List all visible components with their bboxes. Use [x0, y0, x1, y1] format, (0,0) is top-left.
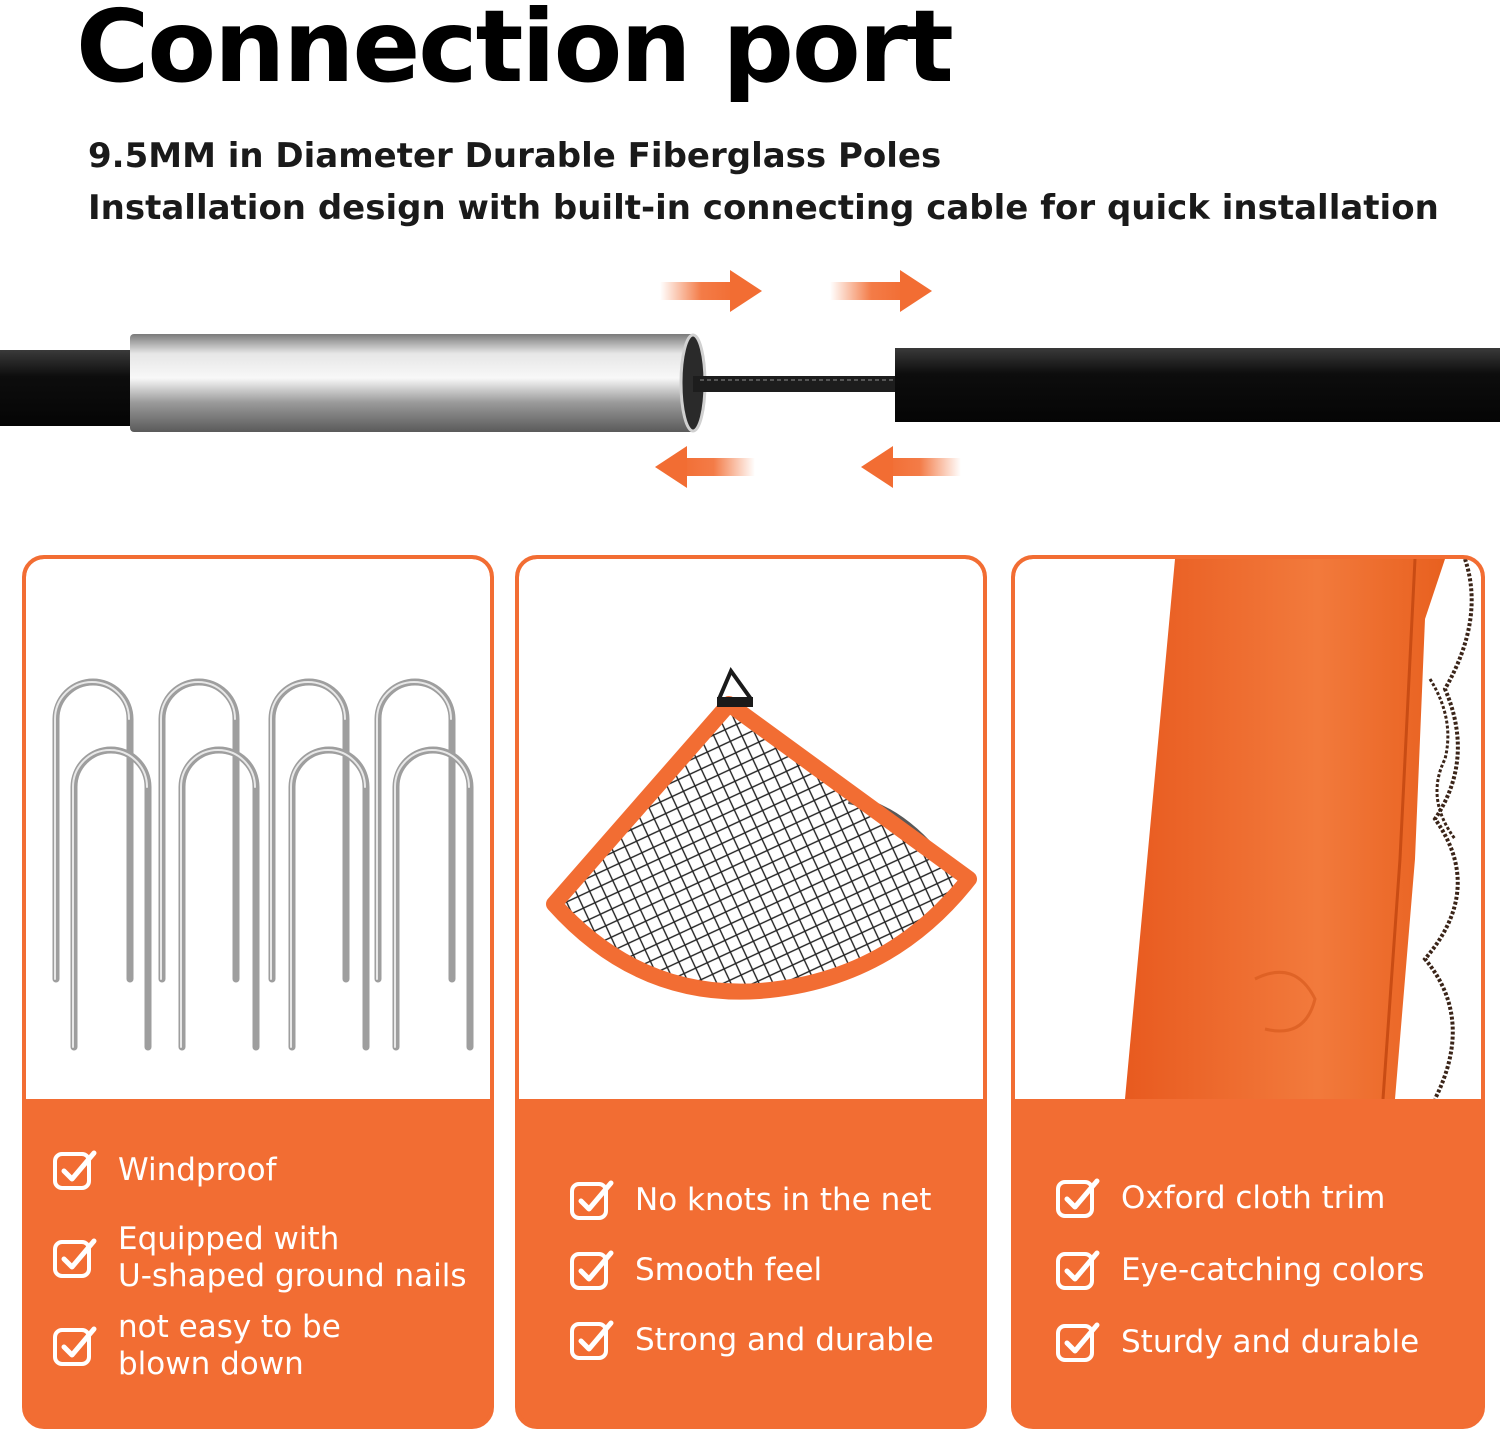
connecting-cable [693, 376, 903, 392]
arrow-right-icon [660, 270, 762, 312]
feature-item: Oxford cloth trim [1055, 1175, 1385, 1221]
feature-card-ground-nails: Windproof Equipped with U-shaped ground … [22, 555, 494, 1429]
u-shaped-nails-icon [52, 678, 474, 1051]
feature-text: Windproof [118, 1151, 277, 1188]
right-pole [895, 348, 1500, 422]
subtitle-line-2: Installation design with built-in connec… [88, 188, 1439, 228]
oxford-cloth-image [1015, 559, 1481, 1099]
net-corner-icon [546, 666, 977, 1000]
checkbox-checked-icon [53, 1238, 97, 1278]
feature-text: No knots in the net [635, 1181, 932, 1218]
net-corner-image [519, 559, 983, 1099]
feature-text: Sturdy and durable [1121, 1323, 1420, 1360]
feature-text: Eye-catching colors [1121, 1251, 1425, 1288]
checkbox-checked-icon [53, 1150, 97, 1190]
feature-item: Smooth feel [569, 1247, 822, 1293]
ground-nails-image [26, 559, 490, 1099]
feature-item: not easy to be blown down [52, 1309, 341, 1383]
checkbox-checked-icon [570, 1250, 614, 1290]
feature-item: Equipped with U-shaped ground nails [52, 1221, 467, 1295]
metal-sleeve [130, 334, 695, 432]
subtitle-line-1: 9.5MM in Diameter Durable Fiberglass Pol… [88, 136, 942, 176]
pole-connection-illustration [0, 270, 1500, 488]
feature-text: Strong and durable [635, 1321, 934, 1358]
feature-item: Sturdy and durable [1055, 1319, 1419, 1365]
checkbox-checked-icon [53, 1326, 97, 1366]
checkbox-checked-icon [1056, 1322, 1100, 1362]
feature-text: Oxford cloth trim [1121, 1179, 1386, 1216]
page-title: Connection port [76, 0, 954, 105]
arrow-left-icon [655, 446, 755, 488]
arrow-right-icon [830, 270, 932, 312]
oxford-cloth-icon [1125, 559, 1474, 1099]
feature-card-cloth: Oxford cloth trim Eye-catching colors St… [1011, 555, 1485, 1429]
feature-text: not easy to be blown down [118, 1309, 341, 1382]
arrow-left-icon [861, 446, 961, 488]
checkbox-checked-icon [1056, 1250, 1100, 1290]
checkbox-checked-icon [570, 1180, 614, 1220]
checkbox-checked-icon [1056, 1178, 1100, 1218]
feature-text: Smooth feel [635, 1251, 823, 1288]
feature-item: Eye-catching colors [1055, 1247, 1424, 1293]
left-pole [0, 350, 140, 426]
feature-card-net: No knots in the net Smooth feel Strong a… [515, 555, 987, 1429]
checkbox-checked-icon [570, 1320, 614, 1360]
feature-text: Equipped with U-shaped ground nails [118, 1221, 467, 1294]
feature-item: Windproof [52, 1147, 277, 1193]
feature-item: No knots in the net [569, 1177, 931, 1223]
feature-item: Strong and durable [569, 1317, 934, 1363]
